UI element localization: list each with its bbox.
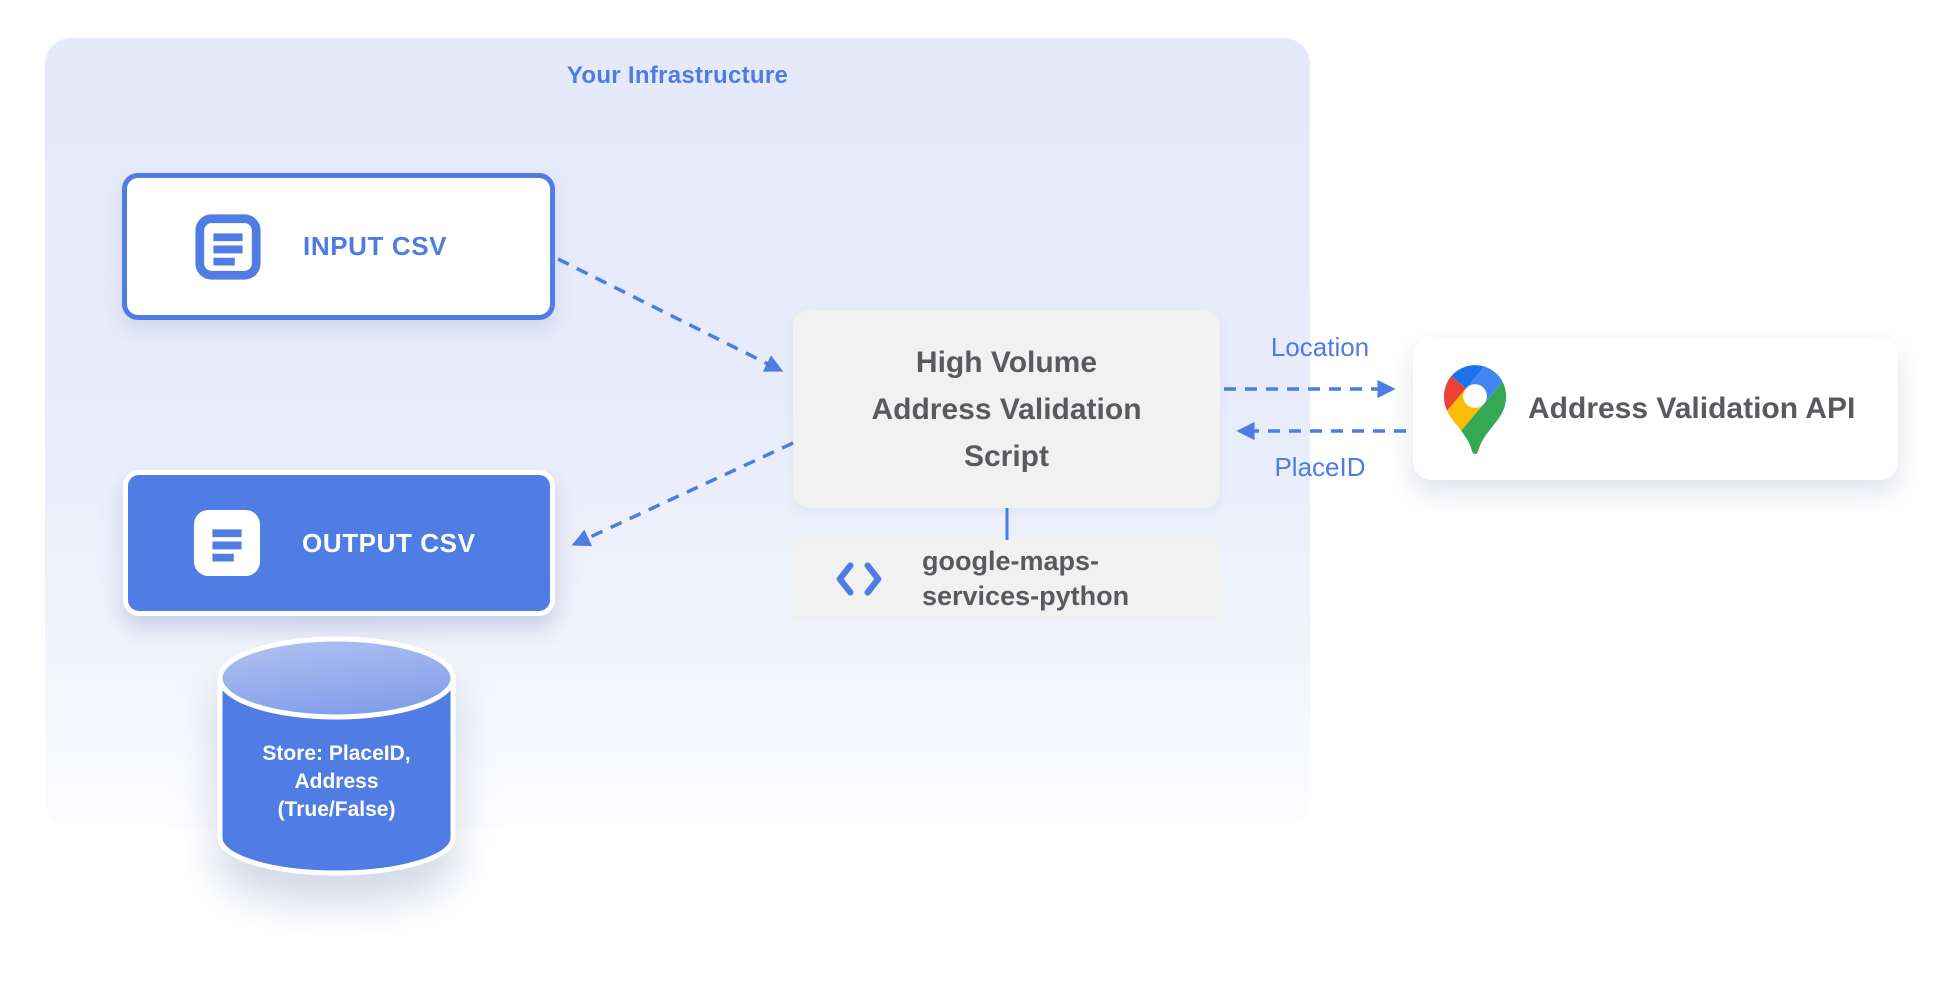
infrastructure-title: Your Infrastructure [566, 62, 789, 89]
output-csv-label: OUTPUT CSV [302, 527, 476, 558]
database-icon [217, 636, 456, 876]
edge-label-location: Location [1270, 332, 1370, 362]
library-node: google-maps- services-python [793, 538, 1220, 620]
google-maps-pin-icon [1444, 364, 1506, 454]
input-csv-node: INPUT CSV [122, 173, 555, 320]
your-infrastructure-container: Your Infrastructure INPUT CSV OUTPUT CSV [45, 38, 1310, 876]
datastore-cylinder: Store: PlaceID, Address (True/False) [216, 636, 457, 881]
api-label: Address Validation API [1528, 392, 1856, 425]
document-icon [193, 509, 261, 577]
datastore-label: Store: PlaceID, Address (True/False) [262, 742, 411, 821]
document-icon [195, 213, 261, 280]
edge-label-placeid: PlaceID [1274, 452, 1366, 482]
output-csv-node: OUTPUT CSV [123, 470, 555, 616]
library-label: google-maps- services-python [922, 546, 1130, 611]
script-node: High Volume Address Validation Script [793, 310, 1220, 508]
api-node: Address Validation API [1413, 338, 1898, 480]
input-csv-label: INPUT CSV [303, 231, 448, 261]
code-icon [836, 562, 882, 596]
